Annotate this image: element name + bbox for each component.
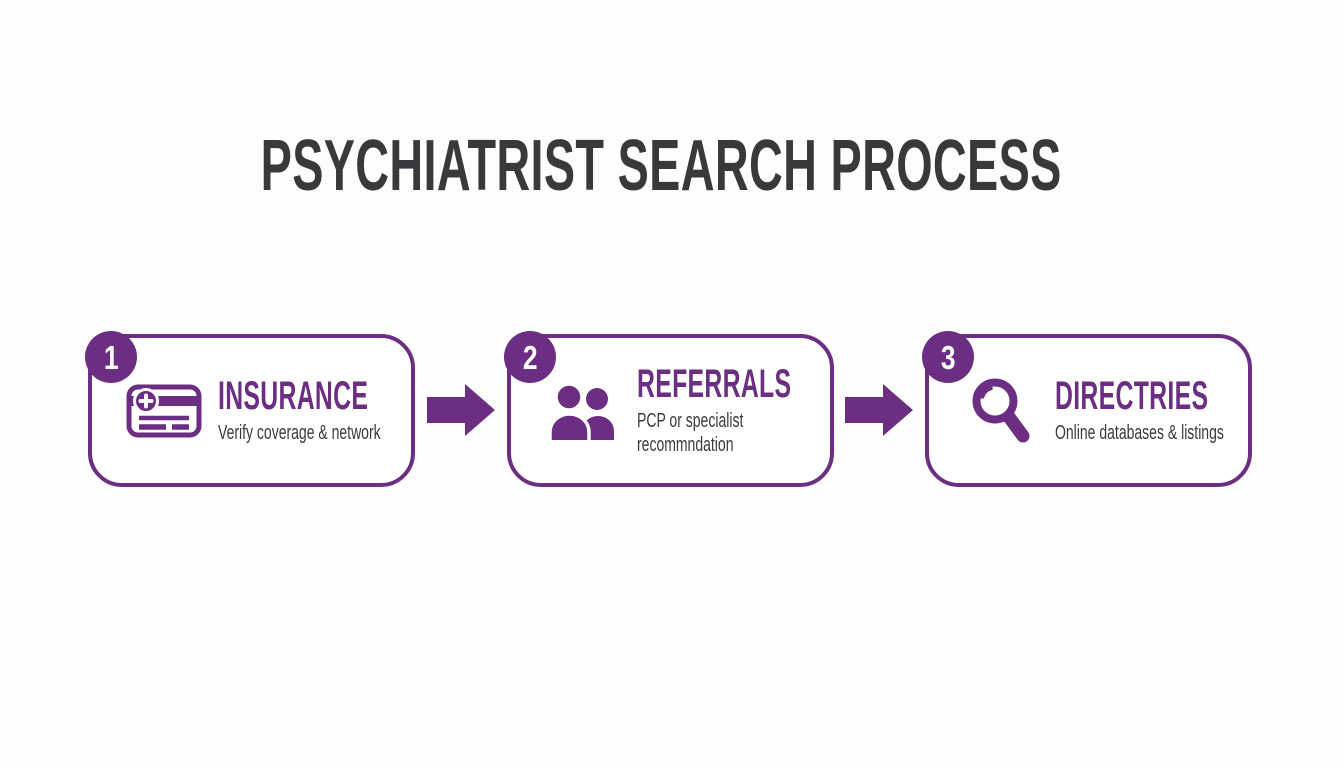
step-number-badge: 3 (922, 331, 974, 383)
arrow-right-icon (427, 384, 495, 436)
step-number: 3 (940, 338, 956, 376)
page-title: PSYCHIATRIST SEARCH PROCESS (0, 130, 1322, 202)
step-number-badge: 2 (504, 331, 556, 383)
step-description: PCP or specialist recommndation (637, 410, 744, 456)
arrow-right-icon (845, 384, 913, 436)
step-number: 1 (103, 338, 119, 376)
magnifying-glass-icon (959, 376, 1043, 446)
step-number: 2 (522, 338, 538, 376)
step-card-insurance: 1 INSURANCE Verify coverage & network (85, 331, 415, 487)
step-heading: REFERRALS (637, 362, 792, 407)
two-people-icon (541, 381, 625, 440)
step-heading: INSURANCE (218, 373, 369, 418)
step-description: Online databases & listings (1055, 421, 1224, 444)
insurance-card-icon (122, 382, 206, 440)
page-title-text: PSYCHIATRIST SEARCH PROCESS (260, 126, 1062, 206)
step-card-directories: 3 DIRECTRIES Online databases & listings (922, 331, 1252, 487)
step-card-referrals: 2 REFERRALS PCP or specialist recommndat… (504, 331, 834, 487)
step-description: Verify coverage & network (218, 421, 381, 444)
step-heading: DIRECTRIES (1055, 373, 1209, 418)
step-number-badge: 1 (85, 331, 137, 383)
